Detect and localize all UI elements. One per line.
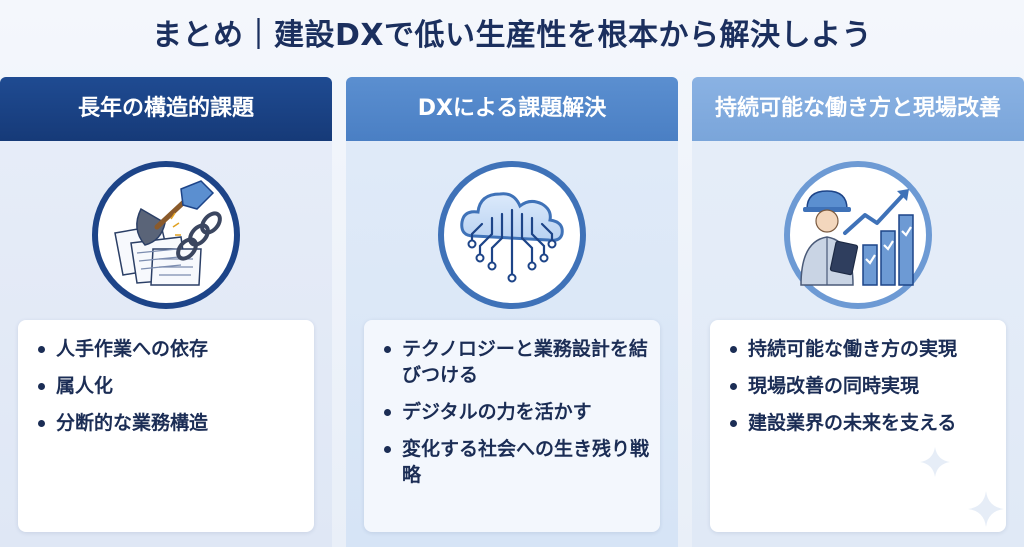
list-item: 属人化 xyxy=(36,373,304,399)
outcome-list-card: 持続可能な働き方の実現 現場改善の同時実現 建設業界の未来を支える xyxy=(710,320,1006,532)
list-item: 分断的な業務構造 xyxy=(36,410,304,436)
list-item: 現場改善の同時実現 xyxy=(728,373,996,399)
worker-growth-chart-icon xyxy=(784,161,932,309)
list-item: 建設業界の未来を支える xyxy=(728,410,996,436)
solution-list-card: テクノロジーと業務設計を結びつける デジタルの力を活かす 変化する社会への生き残… xyxy=(364,320,660,532)
list-item: デジタルの力を活かす xyxy=(382,399,650,425)
column-dx-solutions: DXによる課題解決 xyxy=(346,77,678,547)
list-item: 変化する社会への生き残り戦略 xyxy=(382,436,650,488)
list-item: 持続可能な働き方の実現 xyxy=(728,336,996,362)
cloud-circuit-icon xyxy=(438,161,586,309)
issue-list-card: 人手作業への依存 属人化 分断的な業務構造 xyxy=(18,320,314,532)
column-heading: 長年の構造的課題 xyxy=(0,77,332,141)
list-item: テクノロジーと業務設計を結びつける xyxy=(382,336,650,388)
list-item: 人手作業への依存 xyxy=(36,336,304,362)
column-sustainable-work: 持続可能な働き方と現場改善 xyxy=(692,77,1024,547)
shovel-chain-documents-icon xyxy=(92,161,240,309)
sparkle-icon xyxy=(920,447,950,477)
sparkle-icon xyxy=(968,491,1004,527)
column-structural-issues: 長年の構造的課題 xyxy=(0,77,332,547)
column-heading: 持続可能な働き方と現場改善 xyxy=(692,77,1024,141)
column-heading: DXによる課題解決 xyxy=(346,77,678,141)
page-title: まとめ｜建設DXで低い生産性を根本から解決しよう xyxy=(151,18,873,53)
